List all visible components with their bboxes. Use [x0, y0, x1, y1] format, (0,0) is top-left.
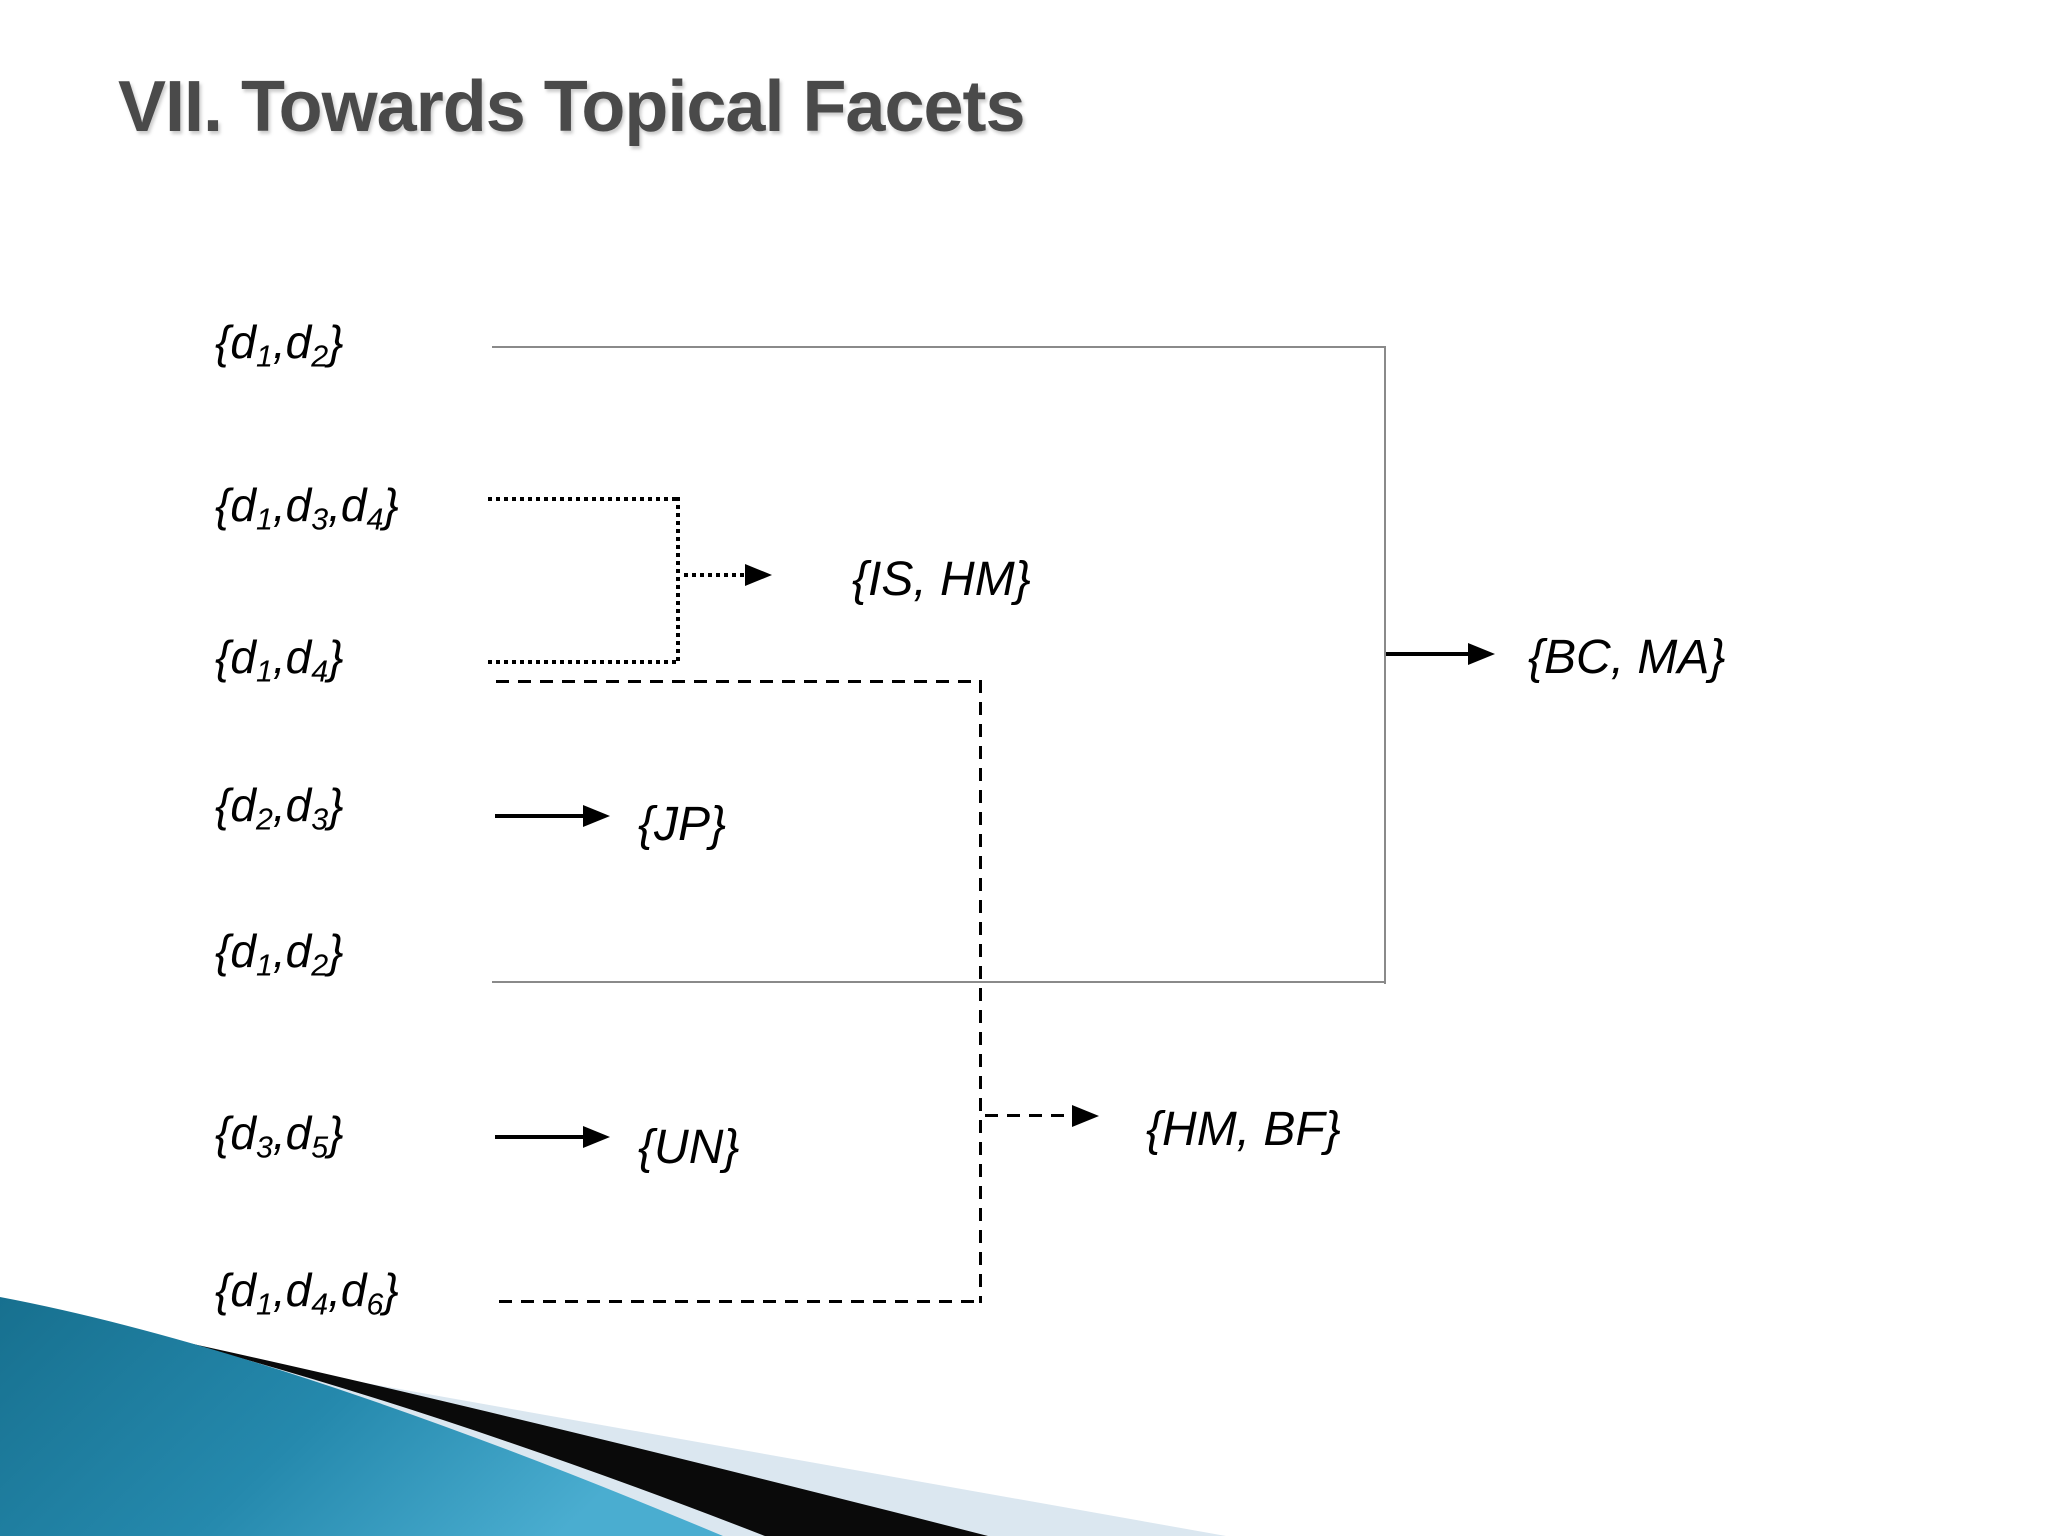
connector-solid-vertical [1384, 346, 1386, 984]
decoration-teal-swoosh [0, 1297, 723, 1536]
doc-set-label-4: {d2,d3} [215, 779, 344, 837]
doc-set-label-2: {d1,d3,d4} [215, 479, 399, 537]
arrowhead-icon [1072, 1105, 1099, 1127]
arrowhead-icon [583, 805, 610, 827]
connector-solid-top [492, 346, 1386, 348]
doc-set-label-5: {d1,d2} [215, 925, 344, 983]
connector-dotted-bottom [488, 660, 680, 664]
connector-dashed-vertical [979, 680, 982, 1303]
doc-set-label-3: {d1,d4} [215, 631, 344, 689]
arrow-to-un-shaft [495, 1135, 585, 1139]
arrowhead-icon [745, 564, 772, 586]
connector-dashed-top [496, 680, 982, 683]
arrow-to-hm-bf-shaft [985, 1114, 1073, 1117]
page-title: VII. Towards Topical Facets [118, 67, 1026, 147]
decoration-black-band [136, 1330, 988, 1536]
connector-dotted-vertical [676, 497, 680, 664]
doc-set-label-7: {d1,d4,d6} [215, 1264, 399, 1322]
connector-solid-bottom [492, 981, 1386, 983]
facet-label-bc-ma: {BC, MA} [1528, 631, 1726, 684]
decoration-pale-triangle [0, 1318, 1226, 1536]
facet-label-jp: {JP} [638, 798, 727, 851]
arrowhead-icon [583, 1126, 610, 1148]
facet-label-un: {UN} [638, 1121, 740, 1174]
arrow-to-bc-ma-shaft [1386, 652, 1470, 656]
connector-dotted-top [488, 497, 678, 501]
arrow-to-jp-shaft [495, 814, 585, 818]
doc-set-label-1: {d1,d2} [215, 316, 344, 374]
doc-set-label-6: {d3,d5} [215, 1107, 344, 1165]
arrowhead-icon [1468, 643, 1495, 665]
facet-label-hm-bf: {HM, BF} [1146, 1103, 1341, 1156]
arrow-to-is-hm-shaft [684, 573, 746, 577]
connector-dashed-bottom [499, 1300, 981, 1303]
facet-label-is-hm: {IS, HM} [852, 553, 1031, 606]
